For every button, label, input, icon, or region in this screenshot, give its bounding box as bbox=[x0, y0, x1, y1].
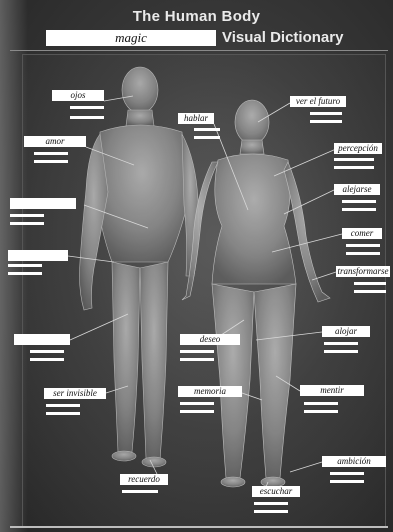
answer-blank[interactable] bbox=[310, 120, 342, 123]
answer-blank[interactable] bbox=[324, 342, 358, 345]
footer-divider bbox=[10, 526, 388, 528]
answer-blank[interactable] bbox=[34, 160, 68, 163]
answer-blank[interactable] bbox=[30, 350, 64, 353]
label-transformarse: transformarse bbox=[336, 266, 390, 277]
answer-blank[interactable] bbox=[330, 480, 364, 483]
answer-blank[interactable] bbox=[330, 472, 364, 475]
label-recuerdo: recuerdo bbox=[120, 474, 168, 485]
label-ser-invisible: ser invisible bbox=[44, 388, 106, 399]
answer-blank[interactable] bbox=[8, 264, 42, 267]
label-memoria: memoria bbox=[178, 386, 242, 397]
answer-blank[interactable] bbox=[346, 244, 380, 247]
label-ojos: ojos bbox=[52, 90, 104, 101]
answer-blank[interactable] bbox=[354, 282, 386, 285]
female-figure bbox=[182, 100, 330, 487]
answer-blank[interactable] bbox=[180, 402, 214, 405]
answer-blank[interactable] bbox=[194, 128, 220, 131]
label-hablar: hablar bbox=[178, 113, 214, 124]
answer-blank[interactable] bbox=[342, 208, 376, 211]
label-alejarse: alejarse bbox=[334, 184, 380, 195]
answer-blank[interactable] bbox=[304, 410, 338, 413]
answer-blank[interactable] bbox=[122, 490, 158, 493]
answer-blank[interactable] bbox=[304, 402, 338, 405]
answer-blank[interactable] bbox=[30, 358, 64, 361]
answer-blank[interactable] bbox=[334, 166, 374, 169]
answer-blank[interactable] bbox=[342, 200, 376, 203]
label-sexo bbox=[8, 250, 68, 261]
answer-blank[interactable] bbox=[46, 404, 80, 407]
male-figure bbox=[80, 67, 199, 467]
label-ambicion: ambición bbox=[322, 456, 386, 467]
answer-blank[interactable] bbox=[46, 412, 80, 415]
answer-blank[interactable] bbox=[70, 116, 104, 119]
label-escuchar: escuchar bbox=[252, 486, 300, 497]
leader-lines bbox=[68, 96, 342, 492]
answer-blank[interactable] bbox=[254, 502, 288, 505]
answer-blank[interactable] bbox=[354, 290, 386, 293]
label-ver-el-futuro: ver el futuro bbox=[290, 96, 346, 107]
answer-blank[interactable] bbox=[180, 410, 214, 413]
label-deseo: deseo bbox=[180, 334, 240, 345]
answer-blank[interactable] bbox=[70, 106, 104, 109]
label-comer: comer bbox=[342, 228, 382, 239]
answer-blank[interactable] bbox=[310, 112, 342, 115]
answer-blank[interactable] bbox=[8, 272, 42, 275]
label-dinero bbox=[14, 334, 70, 345]
answer-blank[interactable] bbox=[10, 222, 44, 225]
answer-blank[interactable] bbox=[334, 158, 374, 161]
answer-blank[interactable] bbox=[180, 358, 214, 361]
label-amor: amor bbox=[24, 136, 86, 147]
answer-blank[interactable] bbox=[34, 152, 68, 155]
answer-blank[interactable] bbox=[324, 350, 358, 353]
answer-blank[interactable] bbox=[254, 510, 288, 513]
label-mentir: mentir bbox=[300, 385, 364, 396]
answer-blank[interactable] bbox=[194, 136, 220, 139]
label-tiempo bbox=[10, 198, 76, 209]
answer-blank[interactable] bbox=[346, 252, 380, 255]
label-percepcion: percepción bbox=[334, 143, 382, 154]
answer-blank[interactable] bbox=[10, 214, 44, 217]
label-alojar: alojar bbox=[322, 326, 370, 337]
answer-blank[interactable] bbox=[180, 350, 214, 353]
